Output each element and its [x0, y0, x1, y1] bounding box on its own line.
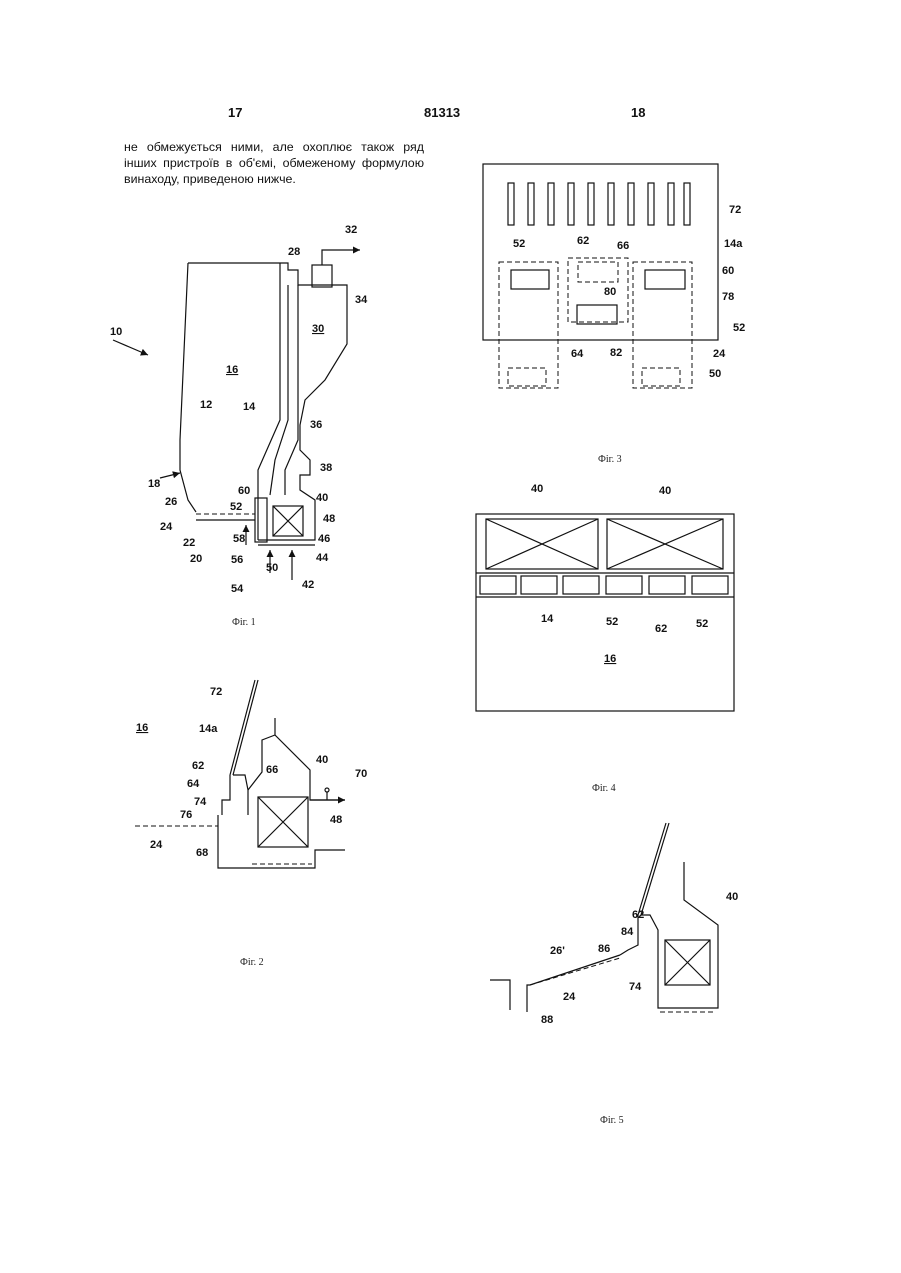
fig2-label: 16 — [136, 722, 148, 734]
fig3-label: 78 — [722, 291, 734, 303]
fig4-label: 14 — [541, 613, 554, 625]
fig2-label: 70 — [355, 768, 367, 780]
fig5-label: 24 — [563, 991, 576, 1003]
fig1-label: 42 — [302, 579, 314, 591]
fig1-label: 30 — [312, 323, 324, 335]
fig1-label: 48 — [323, 513, 335, 525]
fig4-label: 62 — [655, 623, 667, 635]
fig5-label: 26' — [550, 945, 565, 957]
fig3-label: 50 — [709, 368, 721, 380]
fig3-label: 66 — [617, 240, 629, 252]
fig4-label: 40 — [531, 483, 543, 495]
fig4-label: 40 — [659, 485, 671, 497]
fig2-label: 48 — [330, 814, 342, 826]
fig3-label: 72 — [729, 204, 741, 216]
fig5-caption: Фіг. 5 — [600, 1115, 624, 1126]
fig5-label: 74 — [629, 981, 642, 993]
fig3-label: 14a — [724, 238, 743, 250]
figure-4: 40 40 14 52 62 52 16 Фіг. 4 — [476, 483, 734, 794]
fig1-label: 24 — [160, 521, 173, 533]
figure-3: 72 52 62 66 14a 60 80 78 52 64 82 24 50 … — [483, 164, 745, 465]
fig1-label: 16 — [226, 364, 238, 376]
fig1-label: 60 — [238, 485, 250, 497]
fig1-label: 22 — [183, 537, 195, 549]
fig1-label: 28 — [288, 246, 300, 258]
fig5-label: 40 — [726, 891, 738, 903]
fig2-label: 62 — [192, 760, 204, 772]
fig2-label: 66 — [266, 764, 278, 776]
fig1-caption: Фіг. 1 — [232, 617, 256, 628]
fig4-label: 16 — [604, 653, 616, 665]
fig3-label: 24 — [713, 348, 726, 360]
fig1-label: 56 — [231, 554, 243, 566]
fig1-label: 12 — [200, 399, 212, 411]
fig1-label: 52 — [230, 501, 242, 513]
fig1-label: 14 — [243, 401, 256, 413]
figure-2: 16 72 14a 62 64 66 40 70 74 76 24 48 68 … — [135, 680, 367, 968]
fig1-label: 44 — [316, 552, 329, 564]
fig1-label: 54 — [231, 583, 244, 595]
fig3-caption: Фіг. 3 — [598, 454, 622, 465]
fig4-burner-blocks — [480, 576, 728, 594]
fig4-label: 52 — [606, 616, 618, 628]
fig3-label: 82 — [610, 347, 622, 359]
fig1-label: 10 — [110, 326, 122, 338]
fig2-label: 76 — [180, 809, 192, 821]
fig1-label: 18 — [148, 478, 160, 490]
fig4-caption: Фіг. 4 — [592, 783, 616, 794]
fig4-label: 52 — [696, 618, 708, 630]
fig3-label: 52 — [733, 322, 745, 334]
fig2-caption: Фіг. 2 — [240, 957, 264, 968]
fig3-label: 80 — [604, 286, 616, 298]
fig2-label: 64 — [187, 778, 200, 790]
fig5-label: 88 — [541, 1014, 553, 1026]
fig3-slots — [508, 183, 690, 225]
fig1-label: 40 — [316, 492, 328, 504]
fig2-label: 14a — [199, 723, 218, 735]
fig1-label: 36 — [310, 419, 322, 431]
figure-1: 10 12 14 16 18 20 22 24 26 28 30 32 34 3… — [110, 224, 368, 628]
fig2-label: 24 — [150, 839, 163, 851]
fig3-label: 64 — [571, 348, 584, 360]
figure-5: 40 62 84 86 26' 74 24 88 Фіг. 5 — [490, 823, 738, 1126]
fig5-label: 84 — [621, 926, 634, 938]
fig1-label: 58 — [233, 533, 245, 545]
fig1-label: 20 — [190, 553, 202, 565]
fig3-label: 52 — [513, 238, 525, 250]
fig1-label: 32 — [345, 224, 357, 236]
fig5-label: 62 — [632, 909, 644, 921]
fig2-label: 74 — [194, 796, 207, 808]
fig1-label: 38 — [320, 462, 332, 474]
fig1-label: 34 — [355, 294, 368, 306]
fig1-label: 26 — [165, 496, 177, 508]
fig3-label: 62 — [577, 235, 589, 247]
fig1-label: 50 — [266, 562, 278, 574]
fig3-label: 60 — [722, 265, 734, 277]
fig2-label: 40 — [316, 754, 328, 766]
fig1-label: 46 — [318, 533, 330, 545]
fig2-label: 72 — [210, 686, 222, 698]
fig2-label: 68 — [196, 847, 208, 859]
fig5-label: 86 — [598, 943, 610, 955]
